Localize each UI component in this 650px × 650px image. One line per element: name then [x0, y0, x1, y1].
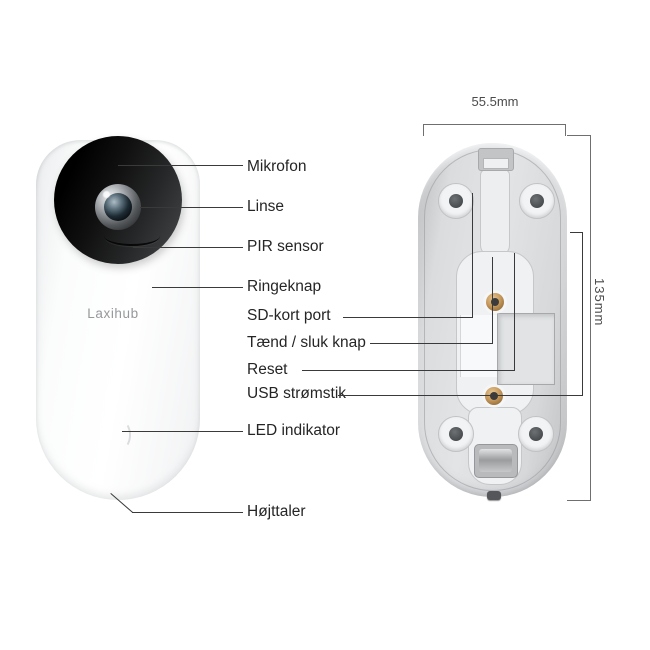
dimension-width-line	[423, 124, 566, 125]
label-ringeknap: Ringeknap	[247, 278, 322, 295]
brand-logo: Laxihub	[87, 306, 139, 321]
leader-line-led-indikator	[122, 431, 243, 432]
label-reset: Reset	[247, 361, 288, 378]
dimension-height-line	[590, 135, 591, 500]
leader-line-hojttaler	[132, 512, 243, 513]
leader-line-sd-kort-v	[472, 193, 473, 318]
screw-core	[490, 392, 498, 400]
led-indicator-mark	[116, 422, 131, 448]
label-taend-sluk-knap: Tænd / sluk knap	[247, 334, 366, 351]
label-sd-kort-port: SD-kort port	[247, 307, 331, 324]
leader-line-linse	[140, 207, 243, 208]
bottom-roller	[479, 449, 512, 472]
label-usb-stromstik: USB strømstik	[247, 385, 347, 402]
leader-line-ringeknap	[152, 287, 243, 288]
screw-hole	[449, 194, 463, 208]
screw-hole	[449, 427, 463, 441]
screw-hole-top-right	[519, 183, 555, 219]
dimension-width-tick-left	[423, 124, 424, 136]
dimension-width-label: 55.5mm	[471, 94, 519, 109]
recess-right	[497, 313, 555, 385]
bottom-roller-frame	[474, 444, 518, 478]
leader-line-reset-v	[514, 253, 515, 371]
dimension-height-tick-top	[567, 135, 591, 136]
label-mikrofon: Mikrofon	[247, 158, 307, 175]
brass-screw-center	[486, 293, 504, 311]
doorbell-front-view: Laxihub	[36, 136, 200, 500]
leader-line-usb-tick	[570, 232, 583, 233]
label-pir-sensor: PIR sensor	[247, 238, 324, 255]
leader-line-usb-h	[338, 395, 583, 396]
recess-left	[460, 315, 497, 377]
pir-sensor-slot	[104, 226, 160, 246]
lens-pupil	[104, 193, 132, 221]
dimension-height-tick-bottom	[567, 500, 591, 501]
mount-plate-neck	[480, 169, 510, 257]
leader-line-sd-kort-h	[343, 317, 473, 318]
screw-hole-top-left	[438, 183, 474, 219]
leader-line-taend-sluk-v	[492, 257, 493, 344]
label-hojttaler: Højttaler	[247, 503, 306, 520]
screw-hole-bottom-left	[438, 416, 474, 452]
leader-line-reset-h	[302, 370, 515, 371]
leader-line-pir-sensor	[133, 247, 243, 248]
screw-hole	[529, 427, 543, 441]
screw-hole-bottom-right	[518, 416, 554, 452]
lens-highlight	[103, 191, 110, 198]
screw-core	[491, 298, 499, 306]
label-linse: Linse	[247, 198, 285, 215]
dimension-width-tick-right	[565, 124, 566, 136]
leader-line-mikrofon	[118, 165, 243, 166]
bottom-fixing-screw	[487, 491, 501, 500]
camera-lens-icon	[95, 184, 141, 230]
label-led-indikator: LED indikator	[247, 422, 341, 439]
leader-line-taend-sluk-h	[370, 343, 493, 344]
dimension-height-label: 135mm	[592, 278, 607, 327]
notch-slot	[483, 158, 509, 169]
camera-module	[54, 136, 182, 264]
brass-screw-lower	[485, 387, 503, 405]
mount-top-notch	[478, 148, 514, 171]
screw-hole	[530, 194, 544, 208]
leader-line-usb-v	[582, 232, 583, 396]
